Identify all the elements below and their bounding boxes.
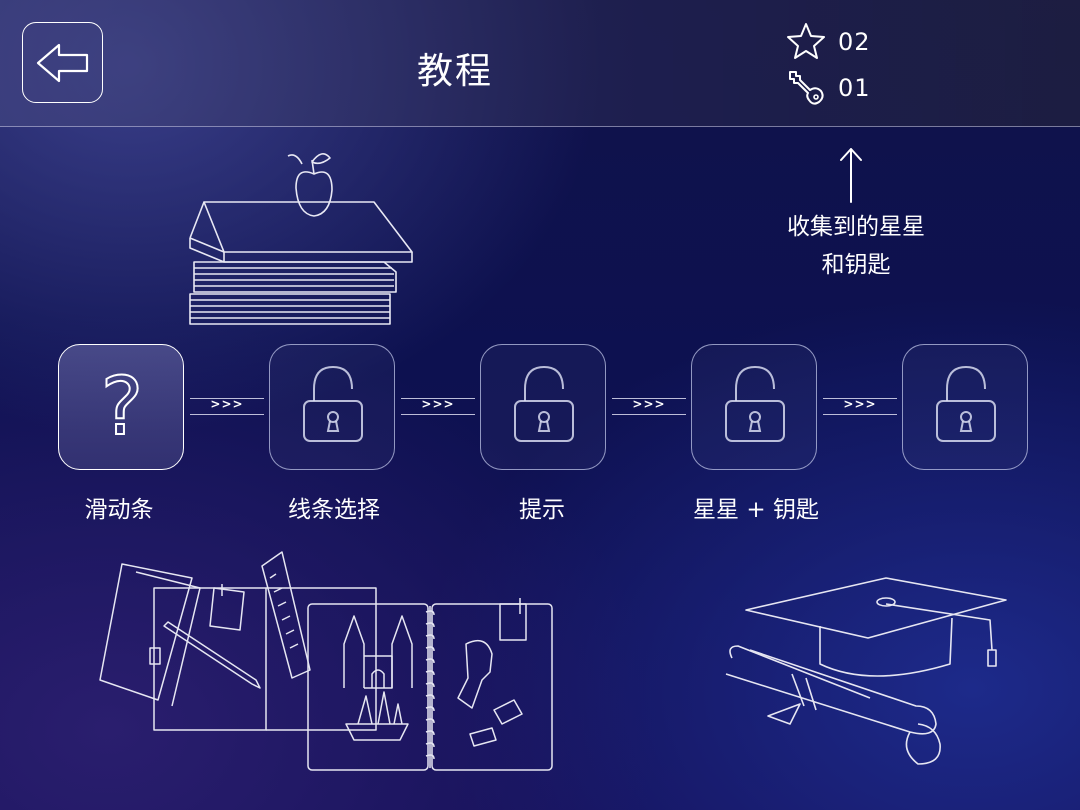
books-apple-illustration [189, 153, 413, 325]
level-3-button[interactable] [480, 344, 606, 470]
level-4-button[interactable] [691, 344, 817, 470]
padlock-icon [936, 365, 996, 442]
collect-note-line: 收集到的星星 [787, 214, 925, 240]
star-icon [787, 23, 825, 59]
collect-note: 收集到的星星 和钥匙 [756, 208, 956, 284]
collect-note-line: 和钥匙 [821, 252, 891, 278]
level-1-label: 滑动条 [84, 497, 154, 523]
key-count: 01 [838, 74, 871, 102]
level-1-button[interactable]: ? [58, 344, 184, 470]
page-title: 教程 [416, 51, 493, 92]
level-2-label: 线条选择 [288, 497, 380, 523]
connector-chevrons: >>> [210, 397, 244, 411]
connector-chevrons: >>> [421, 397, 455, 411]
padlock-icon [514, 365, 574, 442]
level-5-button[interactable] [902, 344, 1028, 470]
up-arrow-icon [840, 148, 862, 203]
level-3-label: 提示 [519, 497, 565, 523]
notebooks-illustration [99, 551, 553, 771]
connector-chevrons: >>> [843, 397, 877, 411]
back-arrow-icon [36, 43, 89, 83]
padlock-icon [303, 365, 363, 442]
connector-chevrons: >>> [632, 397, 666, 411]
star-count: 02 [838, 28, 871, 56]
level-connector: >>> [612, 396, 686, 418]
level-connector: >>> [823, 396, 897, 418]
top-bar: 教程 02 01 [0, 0, 1080, 127]
back-button[interactable] [22, 22, 103, 103]
level-2-button[interactable] [269, 344, 395, 470]
level-connector: >>> [190, 396, 264, 418]
key-icon [789, 71, 824, 105]
question-mark-icon: ? [100, 359, 144, 454]
level-4-label: 星星 + 钥匙 [693, 497, 819, 523]
graduation-cap-illustration [725, 577, 1007, 765]
padlock-icon [725, 365, 785, 442]
level-connector: >>> [401, 396, 475, 418]
